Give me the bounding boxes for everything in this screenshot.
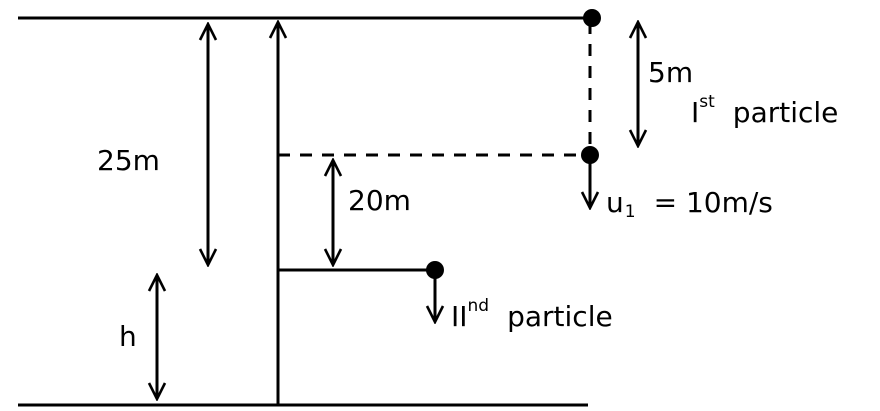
second-particle-dot bbox=[426, 261, 444, 279]
top-particle-dot bbox=[583, 9, 601, 27]
first-drop-label: 5m bbox=[648, 56, 693, 89]
total-height-label: 25m bbox=[97, 144, 160, 177]
velocity-label: u1= 10m/s bbox=[606, 186, 773, 222]
first-particle-dot bbox=[581, 146, 599, 164]
second-gap-label: 20m bbox=[348, 184, 411, 217]
height-h-label: h bbox=[119, 320, 137, 353]
